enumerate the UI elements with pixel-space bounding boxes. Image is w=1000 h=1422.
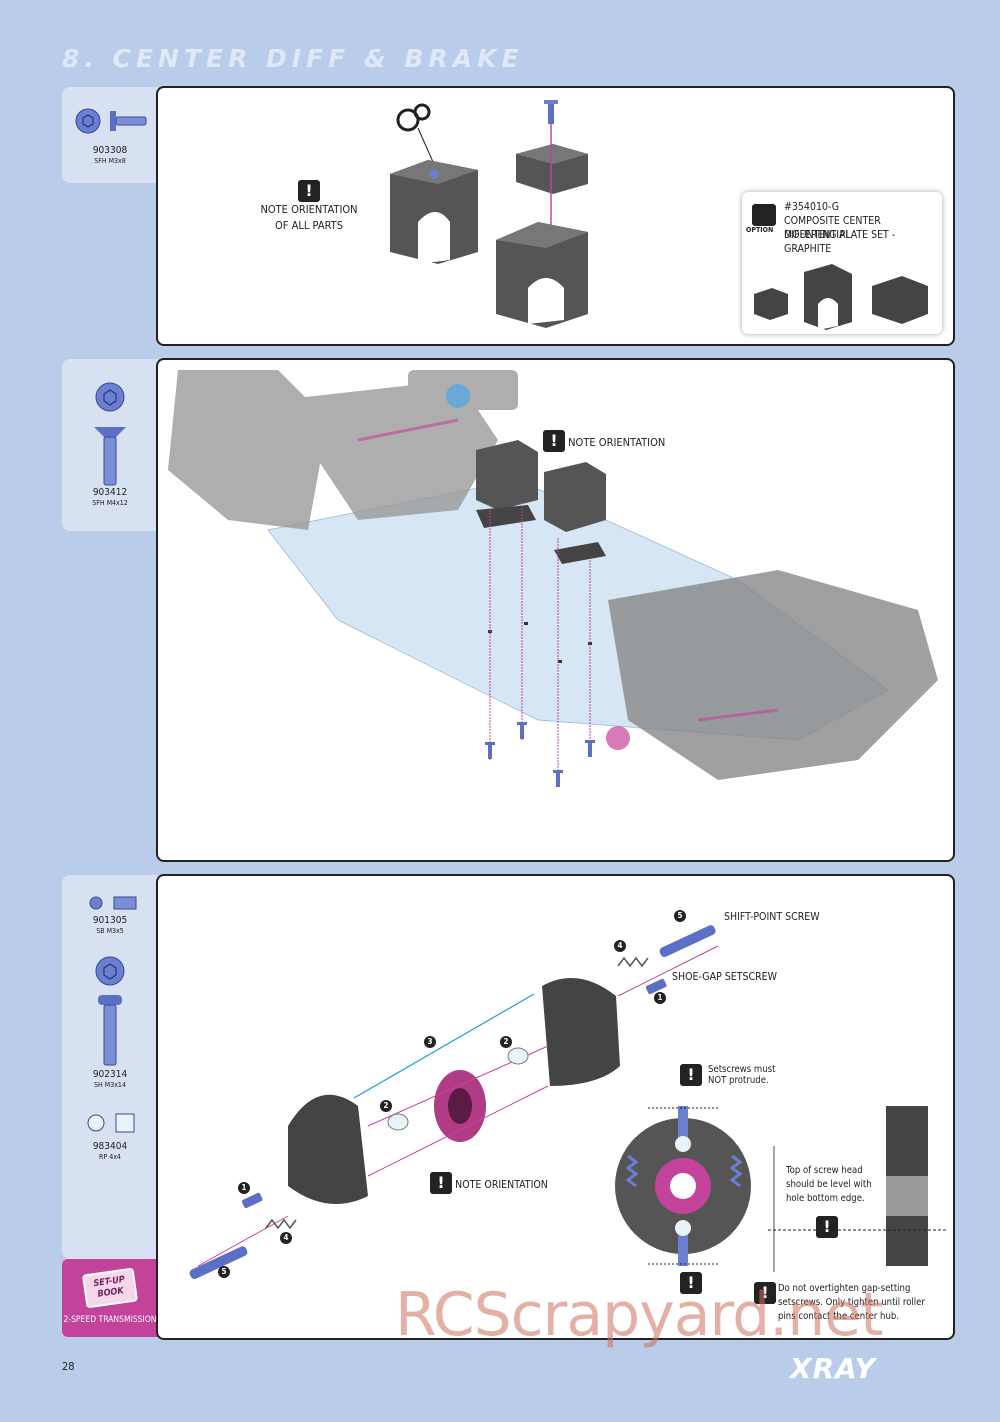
part-code: 903308	[92, 145, 128, 156]
overtighten-line-3: pins contact the center hub.	[778, 1311, 900, 1322]
callout-1: 1	[654, 992, 666, 1004]
socket-head-screw-icon	[95, 956, 125, 1066]
part-desc: SB M3x5	[96, 927, 124, 935]
page-title: 8. CENTER DIFF & BRAKE	[62, 44, 524, 73]
callout-5: 5	[218, 1266, 230, 1278]
warning-icon: !	[754, 1282, 776, 1304]
screw-icon	[75, 108, 147, 134]
warning-icon: !	[298, 180, 320, 202]
part-903412: 903412 SFH M4x12	[62, 487, 158, 509]
part-code: 902314	[92, 1069, 128, 1080]
setscrews-line-2: NOT protrude.	[708, 1075, 769, 1086]
option-code: #354010-G	[784, 201, 840, 213]
roller-pin-icon	[87, 1113, 135, 1133]
setup-book-label: 2-SPEED TRANSMISSION	[63, 1315, 157, 1325]
note-orientation-step3: ! NOTE ORIENTATION	[430, 1172, 548, 1194]
setscrews-line-1: Setscrews must	[708, 1064, 776, 1075]
ball-bearing-screw-icon	[89, 896, 137, 910]
option-parts-illustration	[754, 264, 928, 330]
watermark: RCScrapyard.net	[395, 1280, 884, 1350]
overtighten-line-2: setscrews. Only tighten until roller	[778, 1297, 925, 1308]
note-orientation-step2: ! NOTE ORIENTATION	[543, 430, 665, 452]
part-desc: SH M3x14	[94, 1081, 126, 1089]
part-code: 901305	[92, 915, 128, 926]
note-orientation-all: ! NOTE ORIENTATION OF ALL PARTS	[254, 180, 364, 234]
shoe-gap-setscrew-label: SHOE-GAP SETSCREW	[672, 971, 777, 983]
step2-panel: ! NOTE ORIENTATION	[156, 358, 955, 862]
overtighten-warning: !	[754, 1282, 776, 1304]
setscrews-note: !	[680, 1064, 702, 1086]
option-badge: OPTION	[746, 226, 774, 234]
brake-assembly-illustration	[189, 925, 948, 1279]
option-box: OPTION #354010-G COMPOSITE CENTER DIFFER…	[742, 192, 942, 334]
part-901305: 901305 SB M3x5	[62, 915, 158, 937]
note-line-2: OF ALL PARTS	[275, 219, 343, 232]
callout-5: 5	[674, 910, 686, 922]
warning-icon: !	[430, 1172, 452, 1194]
part-983404: 983404 RP 4x4	[62, 1141, 158, 1163]
part-code: 983404	[92, 1141, 128, 1152]
overtighten-line-1: Do not overtighten gap-setting	[778, 1283, 911, 1294]
note-text: NOTE ORIENTATION	[455, 1179, 548, 1191]
chassis-illustration	[168, 370, 938, 787]
top-screw-line-1: Top of screw head	[786, 1165, 863, 1176]
top-of-screw-text: Top of screw head should be level with h…	[786, 1164, 872, 1206]
callout-3: 3	[424, 1036, 436, 1048]
top-of-screw-warning: !	[816, 1216, 838, 1238]
warning-icon: !	[680, 1272, 702, 1294]
part-desc: RP 4x4	[99, 1153, 121, 1161]
setup-book-icon: SET-UP BOOK	[81, 1267, 139, 1309]
overtighten-text: Do not overtighten gap-setting setscrews…	[778, 1282, 925, 1324]
thumbs-up-icon	[752, 204, 776, 226]
option-line-2: MOUNTING PLATE SET - GRAPHITE	[784, 229, 896, 255]
protrude-warning: !	[680, 1272, 702, 1294]
setup-book-badge[interactable]: SET-UP BOOK 2-SPEED TRANSMISSION	[62, 1259, 158, 1337]
part-desc: SFH M3x8	[94, 157, 126, 165]
center-diff-mount-illustration	[390, 100, 588, 328]
gear-check-icon	[396, 103, 431, 132]
note-text: NOTE ORIENTATION	[568, 436, 666, 449]
step1-panel: ! NOTE ORIENTATION OF ALL PARTS OPTION #…	[156, 86, 955, 346]
top-screw-line-3: hole bottom edge.	[786, 1193, 865, 1204]
brand-logo: XRAY	[790, 1352, 876, 1385]
callout-4: 4	[280, 1232, 292, 1244]
warning-icon: !	[816, 1216, 838, 1238]
parts-card-step2: 903412 SFH M4x12	[62, 359, 158, 531]
callout-2: 2	[380, 1100, 392, 1112]
callout-4: 4	[614, 940, 626, 952]
top-screw-line-2: should be level with	[786, 1179, 872, 1190]
shift-point-screw-label: SHIFT-POINT SCREW	[724, 911, 820, 923]
page-number: 28	[62, 1360, 75, 1373]
parts-card-step1: 903308 SFH M3x8	[62, 87, 158, 183]
callout-2: 2	[500, 1036, 512, 1048]
warning-icon: !	[543, 430, 565, 452]
warning-icon: !	[680, 1064, 702, 1086]
parts-card-step3: 901305 SB M3x5 902314 SH M3x14 983404 RP…	[62, 875, 158, 1259]
part-902314: 902314 SH M3x14	[62, 1069, 158, 1091]
step3-panel: 1 1 2 2 3 4 4 5 5 SHIFT-POINT SCREW SHOE…	[156, 874, 955, 1340]
note-line-1: NOTE ORIENTATION	[260, 203, 358, 216]
setscrews-text: Setscrews must NOT protrude.	[708, 1064, 775, 1086]
option-line-1: COMPOSITE CENTER DIFFERENTIAL	[784, 215, 881, 241]
part-code: 903412	[92, 487, 128, 498]
callout-1: 1	[238, 1182, 250, 1194]
part-desc: SFH M4x12	[92, 499, 128, 507]
part-903308: 903308 SFH M3x8	[62, 145, 158, 167]
screw-m4x12-icon	[94, 382, 126, 486]
